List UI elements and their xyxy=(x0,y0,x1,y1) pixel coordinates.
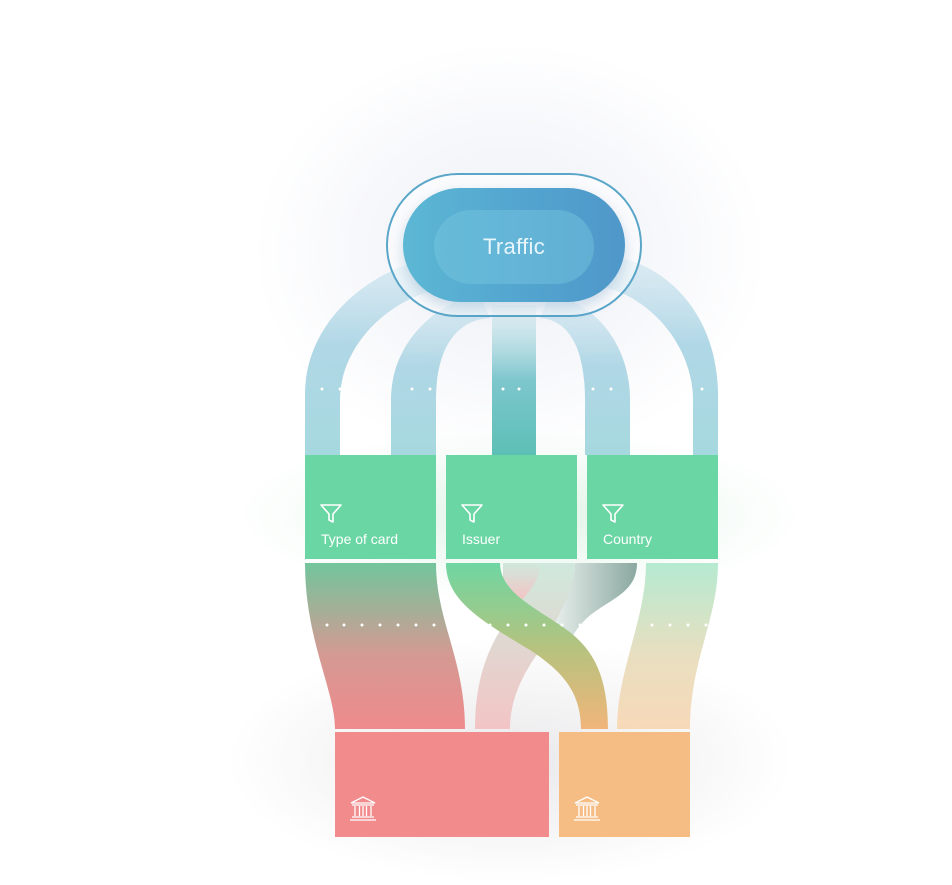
flow-ribbon xyxy=(617,563,718,729)
filter-icon xyxy=(461,504,483,523)
filter-label: Country xyxy=(603,531,653,547)
dotted-marker xyxy=(325,623,708,627)
bank-icon xyxy=(574,796,600,821)
filter-icon xyxy=(602,504,624,523)
flow-ribbon xyxy=(548,563,637,650)
flow-ribbon xyxy=(540,295,630,455)
flow-ribbon xyxy=(492,305,536,455)
filter-icon xyxy=(320,504,342,523)
traffic-node-core: Traffic xyxy=(434,210,594,284)
bank-node-orange[interactable] xyxy=(559,732,690,837)
flow-ribbon xyxy=(305,563,465,729)
filter-node-issuer[interactable]: Issuer xyxy=(446,455,577,559)
flow-ribbon xyxy=(305,255,470,455)
flow-ribbon xyxy=(391,295,490,455)
dotted-marker xyxy=(320,387,704,391)
filter-label: Type of card xyxy=(321,531,399,547)
bank-icon xyxy=(350,796,376,821)
flow-ribbon xyxy=(585,255,718,455)
traffic-label: Traffic xyxy=(483,234,545,259)
bank-node-red[interactable] xyxy=(335,732,549,837)
filter-node-country[interactable]: Country xyxy=(587,455,718,559)
traffic-node[interactable] xyxy=(403,188,625,302)
flow-ribbon xyxy=(446,563,608,729)
filter-node-type-of-card[interactable]: Type of card xyxy=(305,455,436,559)
filter-label: Issuer xyxy=(462,531,501,547)
